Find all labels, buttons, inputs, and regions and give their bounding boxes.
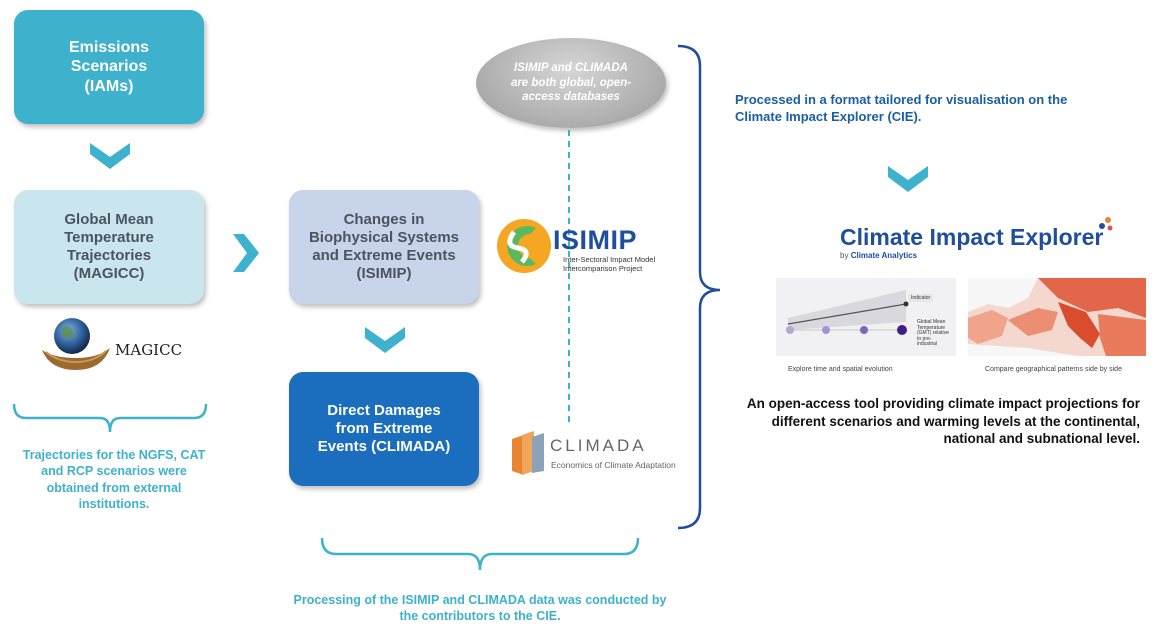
climada-logo-text: CLIMADA [550,436,647,455]
box-line: Scenarios [70,58,148,76]
right-brace [677,44,721,530]
cie-caption-right: Compare geographical patterns side by si… [985,366,1122,373]
box-line: (ISIMIP) [356,265,412,282]
cie-panel-desc: Global Mean Temperature (GMT) relative t… [917,319,949,347]
chevron-down-icon [888,166,928,192]
magicc-logo-text: MAGICC [115,341,183,359]
climada-logo-icon [512,431,544,475]
magicc-logo-icon [42,318,110,370]
cie-panel-tag: Indicator [908,294,934,302]
chevron-down-icon [90,143,130,169]
emissions-scenarios-box: Emissions Scenarios (IAMs) [14,10,204,124]
cie-description: An open-access tool providing climate im… [746,396,1140,447]
box-line: Events (CLIMADA) [317,438,451,455]
biophysical-systems-box: Changes in Biophysical Systems and Extre… [289,190,479,304]
note-cie-format: Processed in a format tailored for visua… [735,92,1068,124]
cie-by-prefix: by [840,251,849,260]
cie-time-panel [776,278,956,356]
box-line: from Extreme [335,420,433,437]
isimip-logo-text: ISIMIP [553,225,638,255]
climada-subtitle: Economics of Climate Adaptation [551,460,676,470]
open-access-oval: ISIMIP and CLIMADA are both global, open… [476,38,666,128]
box-line: Global Mean [64,211,154,228]
box-line: (IAMs) [84,77,134,95]
bottom-brace [320,537,640,571]
oval-text: ISIMIP and CLIMADA are both global, open… [510,62,632,104]
chevron-down-icon [365,327,405,353]
left-brace [12,403,208,433]
chevron-right-icon [233,234,259,272]
box-line: (MAGICC) [73,265,145,282]
cie-by-org: Climate Analytics [850,251,918,260]
direct-damages-box: Direct Damages from Extreme Events (CLIM… [289,372,479,486]
box-line: Direct Damages [327,402,441,419]
dashed-connector [568,130,570,422]
global-mean-temperature-box: Global Mean Temperature Trajectories (MA… [14,190,204,304]
isimip-subtitle: Inter-Sectoral Impact Model Intercompari… [563,255,656,273]
box-line: Emissions [68,39,150,57]
box-line: Changes in [343,211,425,228]
cie-caption-left: Explore time and spatial evolution [788,366,893,373]
isimip-logo-icon [497,219,551,273]
note-processing: Processing of the ISIMIP and CLIMADA dat… [293,593,667,624]
box-line: Trajectories [66,247,152,264]
cie-byline: by Climate Analytics [840,251,917,260]
cie-map-panel [968,278,1146,356]
box-line: Temperature [64,229,154,246]
cie-title: Climate Impact Explorer [840,224,1104,250]
box-line: and Extreme Events [312,247,456,264]
cie-map-graphic [968,278,1146,356]
note-trajectories: Trajectories for the NGFS, CAT and RCP s… [22,448,206,511]
cie-dots-icon [1099,217,1113,231]
cie-time-chart [786,290,909,335]
box-line: Biophysical Systems [308,229,460,246]
